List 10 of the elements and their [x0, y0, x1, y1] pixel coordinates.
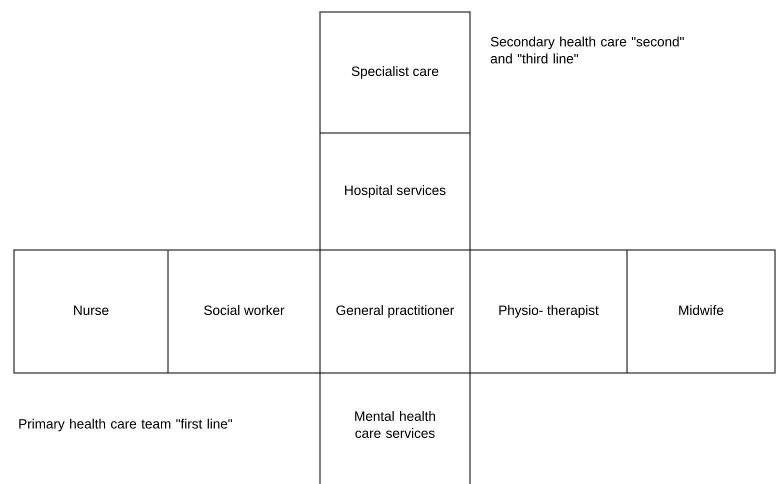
note: Secondary health care "second" and "third line": [490, 36, 684, 64]
box: Hospital services: [320, 132, 470, 250]
box: Social worker: [168, 250, 320, 374]
box: Physio- therapist: [470, 250, 628, 374]
box: Specialist care: [320, 12, 470, 134]
note: Primary health care team "first line": [19, 418, 232, 432]
box: Mental health care services: [320, 372, 470, 484]
box: Midwife: [626, 250, 776, 374]
box: General practitioner: [320, 250, 470, 374]
box: Nurse: [14, 250, 168, 374]
